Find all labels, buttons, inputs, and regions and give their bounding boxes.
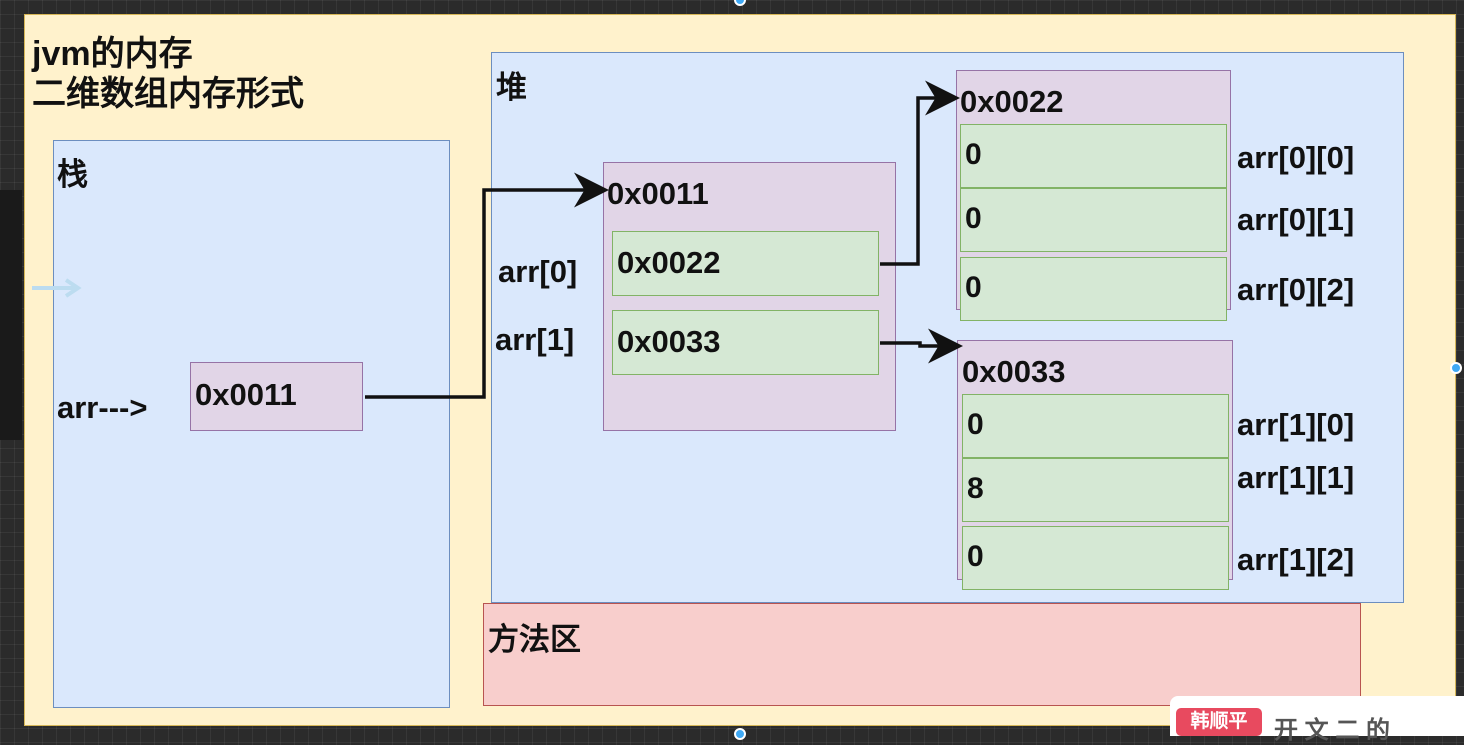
method-area-region[interactable] [483,603,1361,706]
stack-to-outer-arrow [365,172,609,399]
outer-index-label: arr[1] [495,322,575,357]
row0-addr: 0x0022 [960,84,1064,119]
stack-var-label: arr---> [57,390,148,425]
side-panel-edge [0,190,22,440]
outer-cell-value: 0x0033 [617,324,721,359]
row0-index-label: arr[0][2] [1237,272,1355,307]
row0-cell[interactable]: 0 [960,124,1227,188]
title-line-2: 二维数组内存形式 [32,75,304,113]
title-line-1: jvm的内存 [32,35,193,73]
heap-label: 堆 [496,70,527,105]
outer-array-cell[interactable]: 0x0022 [612,231,879,296]
selection-handle[interactable] [734,728,746,740]
selection-handle[interactable] [1450,362,1462,374]
row1-addr: 0x0033 [962,354,1066,389]
faded-arrow-icon [32,278,82,298]
row1-index-label: arr[1][1] [1237,460,1355,495]
watermark-bar: 韩顺平 开 文 二 的 [1170,696,1464,744]
row0-index-label: arr[0][0] [1237,140,1355,175]
arr0-to-row0-arrow [880,80,960,266]
outer-array-cell[interactable]: 0x0033 [612,310,879,375]
arr1-to-row1-arrow [880,328,963,364]
outer-index-label: arr[0] [498,254,578,289]
stack-label: 栈 [57,157,88,192]
row1-index-label: arr[1][0] [1237,407,1355,442]
method-area-label: 方法区 [488,622,581,657]
outer-array-box[interactable] [603,162,896,431]
row0-cell[interactable]: 0 [960,257,1227,321]
row1-cell[interactable]: 8 [962,458,1229,522]
row0-cell[interactable]: 0 [960,188,1227,252]
diagram-title: jvm的内存 二维数组内存形式 [32,34,304,114]
row0-index-label: arr[0][1] [1237,202,1355,237]
row1-cell[interactable]: 0 [962,526,1229,590]
stack-ref-value: 0x0011 [195,377,297,412]
outer-cell-value: 0x0022 [617,245,721,280]
stack-ref-box[interactable]: 0x0011 [190,362,363,431]
row1-index-label: arr[1][2] [1237,542,1355,577]
row1-cell[interactable]: 0 [962,394,1229,458]
watermark-name: 韩顺平 [1176,708,1262,736]
watermark-text: 开 文 二 的 [1274,717,1391,744]
outer-array-addr: 0x0011 [607,176,709,211]
selection-handle[interactable] [734,0,746,6]
